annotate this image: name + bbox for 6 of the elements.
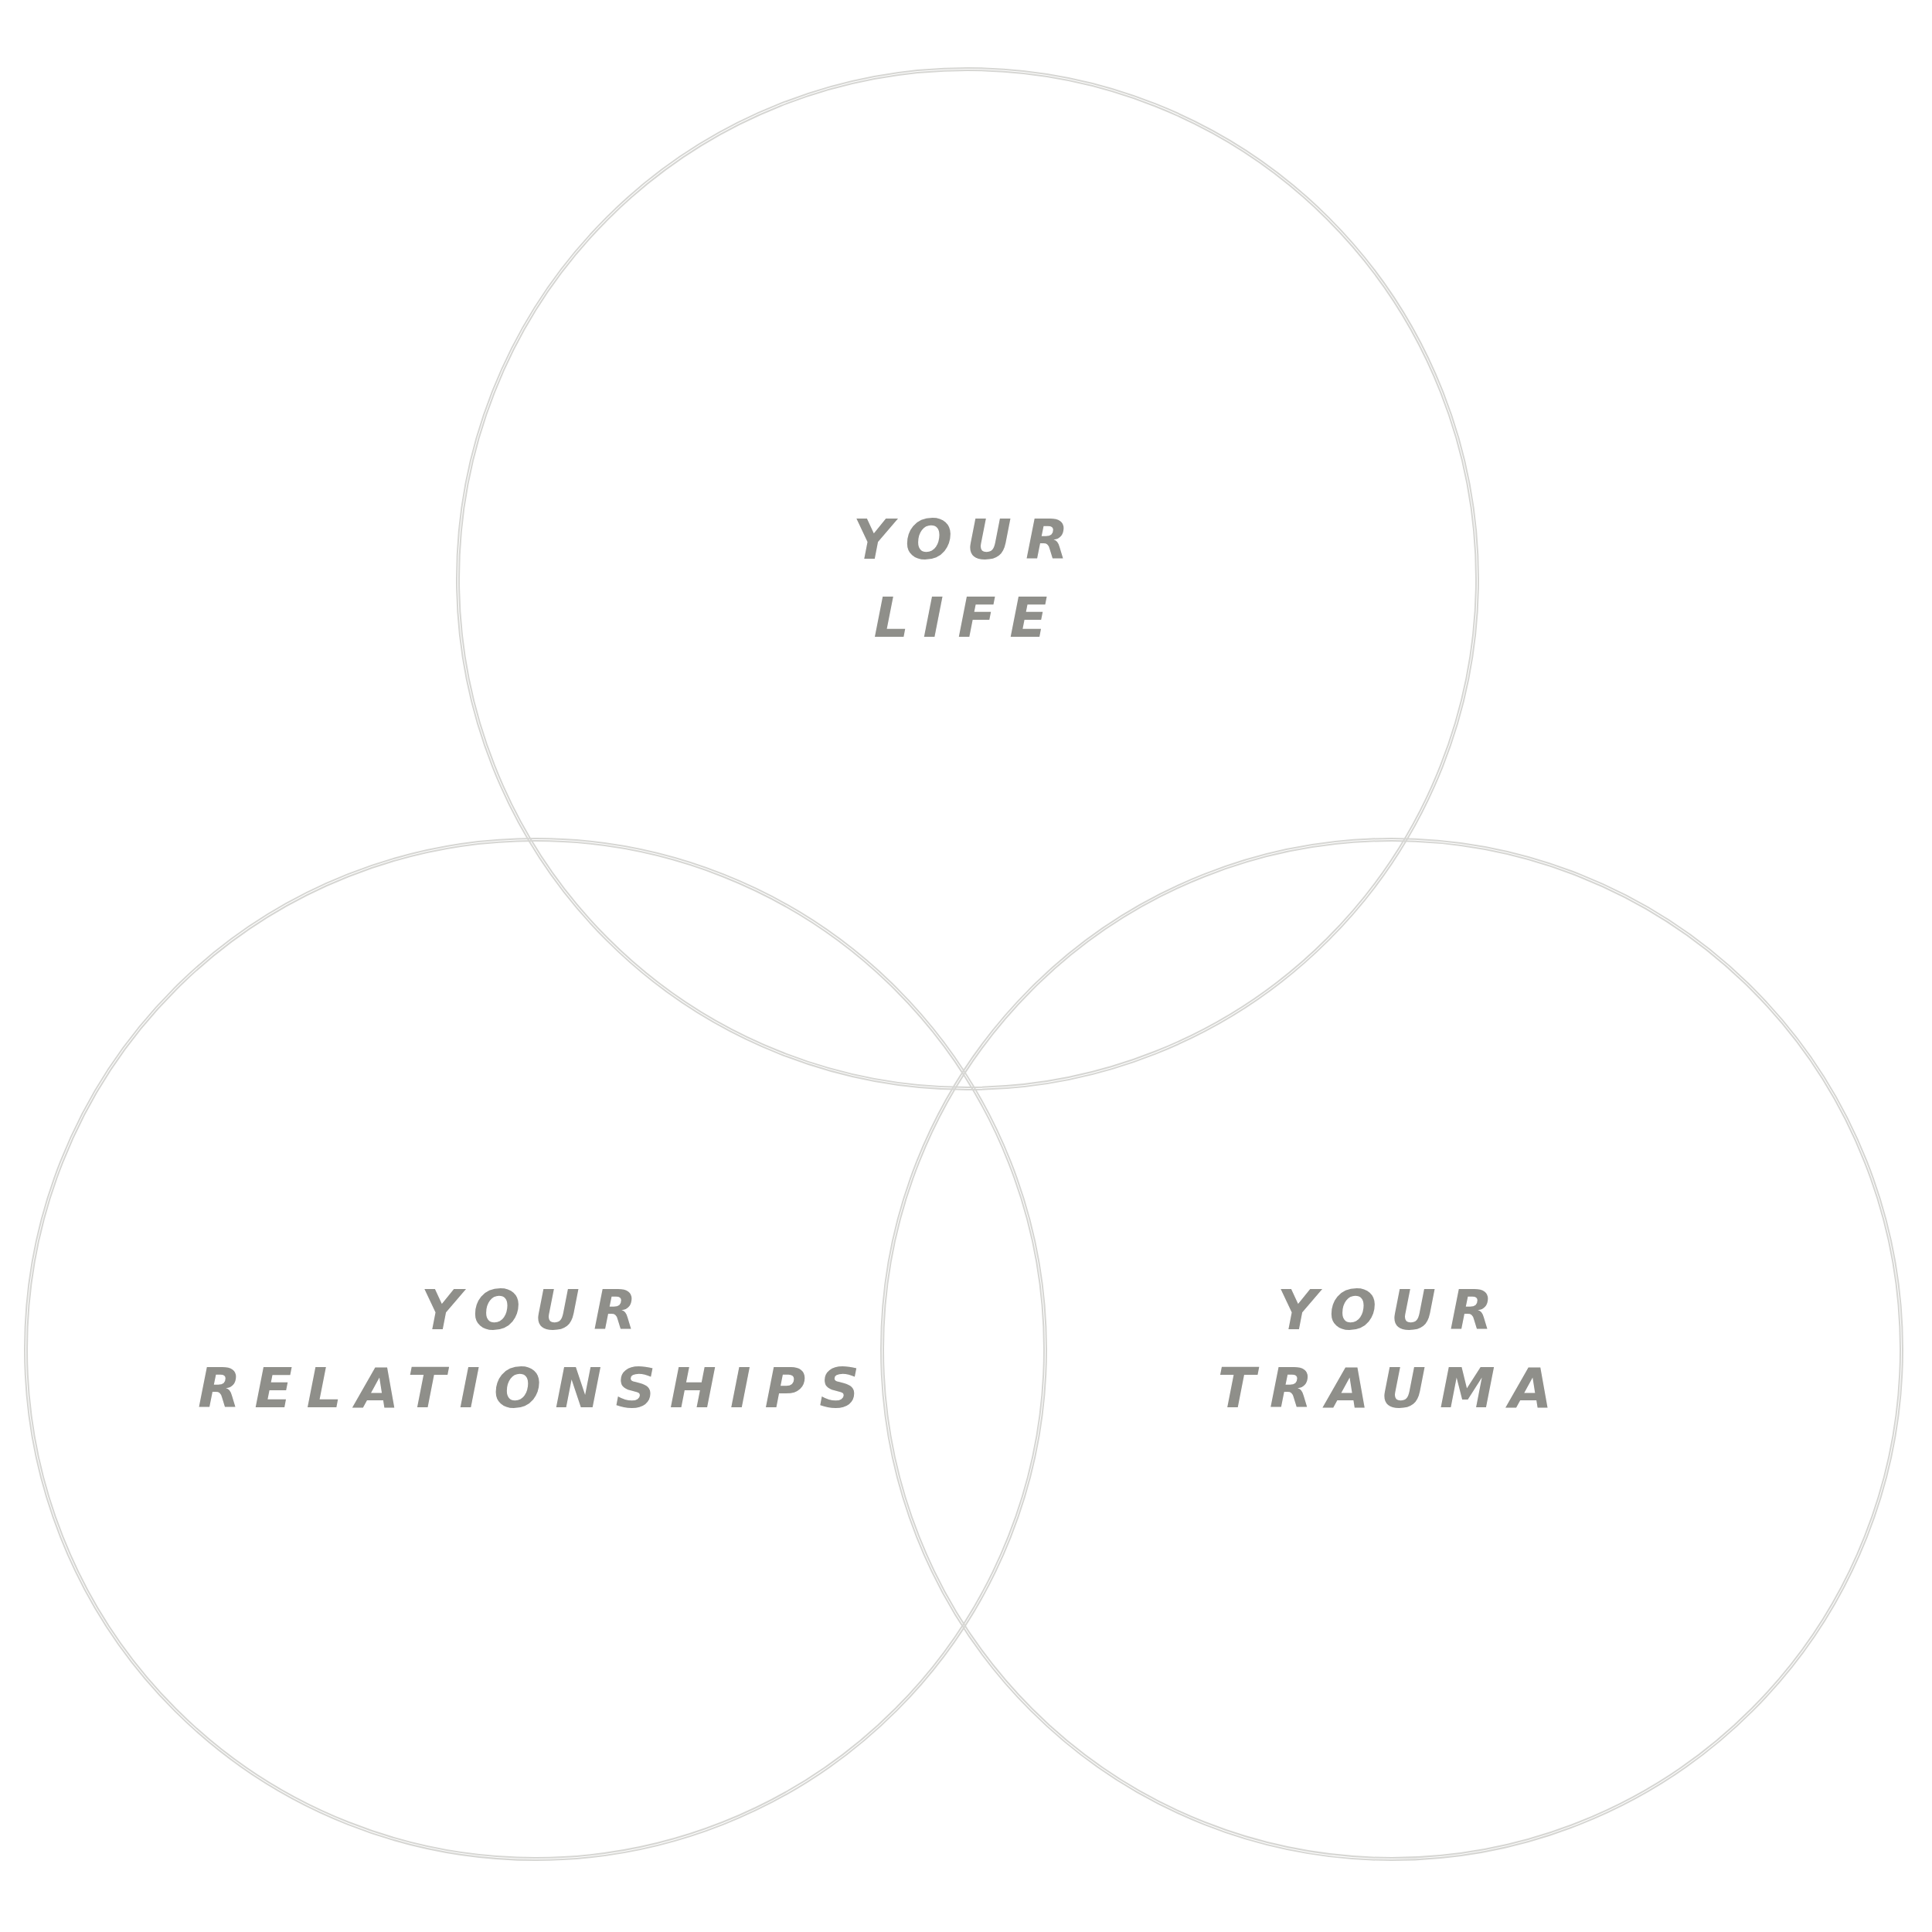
circle-label: YOUR RELATIONSHIPS [197,1277,874,1422]
circle-label: YOUR TRAUMA [1217,1277,1566,1422]
circle-label: YOUR LIFE [852,506,1083,651]
venn-circle [880,838,1903,1861]
venn-circle [456,67,1479,1090]
venn-circle [24,838,1047,1861]
